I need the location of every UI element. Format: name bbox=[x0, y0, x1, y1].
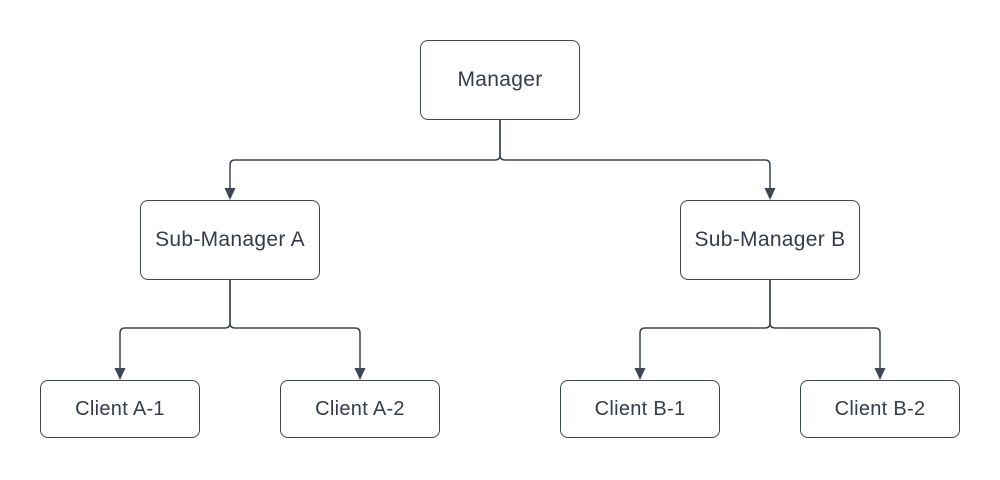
arrowhead-client-a1 bbox=[114, 368, 126, 380]
edge-sub-a-client-a2 bbox=[229, 280, 361, 368]
arrowhead-client-a2 bbox=[354, 368, 366, 380]
edge-manager-sub-a bbox=[229, 120, 501, 188]
node-sub-manager-b[interactable]: Sub-Manager B bbox=[680, 200, 860, 280]
node-client-a1-label: Client A-1 bbox=[75, 397, 165, 420]
arrowhead-client-b1 bbox=[634, 368, 646, 380]
node-client-b1-label: Client B-1 bbox=[594, 397, 686, 420]
node-client-a2[interactable]: Client A-2 bbox=[280, 380, 440, 438]
node-manager-label: Manager bbox=[457, 68, 543, 91]
node-sub-manager-b-label: Sub-Manager B bbox=[694, 228, 846, 251]
edge-manager-sub-b bbox=[499, 120, 771, 188]
node-sub-manager-a-label: Sub-Manager A bbox=[155, 228, 305, 251]
edge-sub-b-client-b2 bbox=[769, 280, 881, 368]
node-manager[interactable]: Manager bbox=[420, 40, 580, 120]
node-client-a2-label: Client A-2 bbox=[315, 397, 405, 420]
node-client-b1[interactable]: Client B-1 bbox=[560, 380, 720, 438]
edge-sub-b-client-b1 bbox=[639, 280, 771, 368]
arrowhead-sub-b bbox=[764, 188, 776, 200]
node-client-a1[interactable]: Client A-1 bbox=[40, 380, 200, 438]
arrowhead-sub-a bbox=[224, 188, 236, 200]
node-sub-manager-a[interactable]: Sub-Manager A bbox=[140, 200, 320, 280]
node-client-b2-label: Client B-2 bbox=[834, 397, 926, 420]
edge-sub-a-client-a1 bbox=[119, 280, 231, 368]
arrowhead-client-b2 bbox=[874, 368, 886, 380]
node-client-b2[interactable]: Client B-2 bbox=[800, 380, 960, 438]
